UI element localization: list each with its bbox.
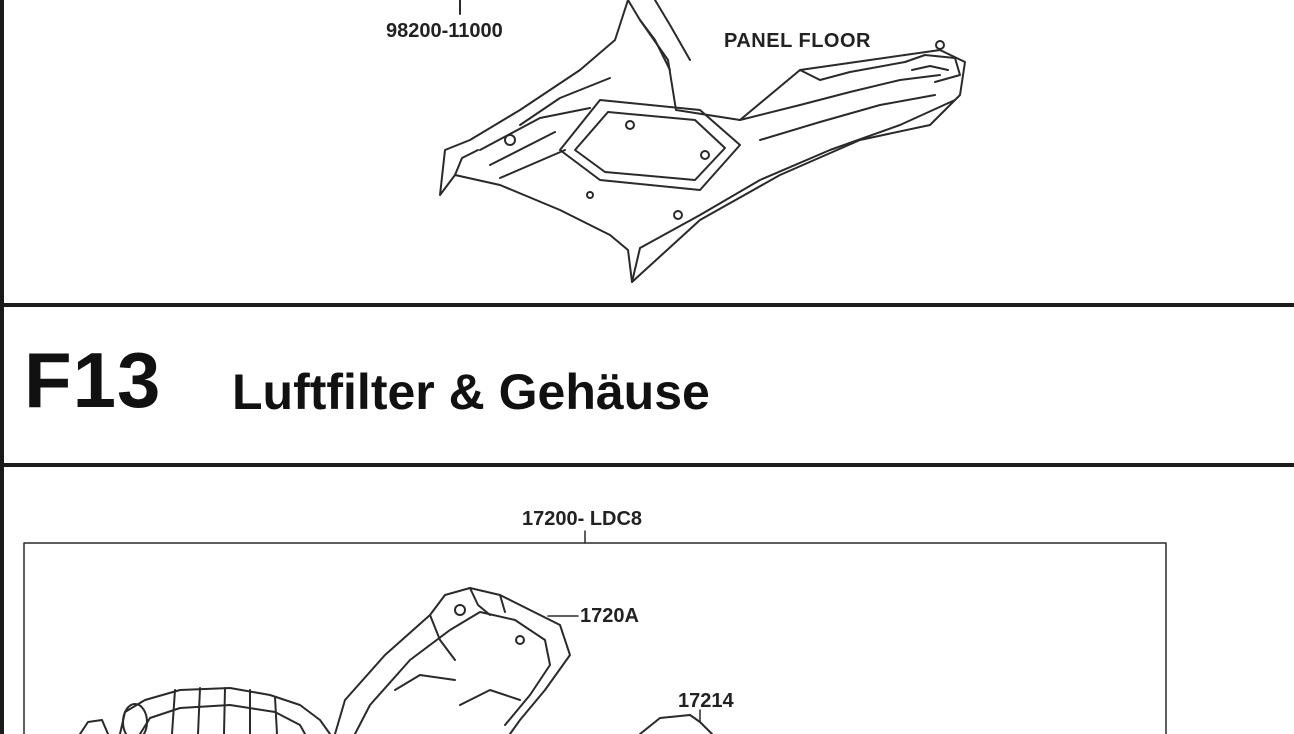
part-number-1720a: 1720A	[580, 605, 639, 627]
part-number-98200-11000: 98200-11000	[386, 20, 503, 42]
section-divider-top	[0, 303, 1294, 307]
part-number-17214: 17214	[678, 690, 734, 712]
part-number-17200-ldc8: 17200- LDC8	[522, 508, 643, 530]
panel-floor-drawing	[439, 0, 966, 283]
section-title: Luftfilter & Gehäuse	[232, 364, 710, 420]
air-filter-drawing	[23, 530, 1167, 734]
panel-floor-label: PANEL FLOOR	[724, 30, 871, 52]
page-frame-left	[0, 0, 4, 734]
section-code: F13	[24, 336, 162, 424]
section-divider-bottom	[0, 463, 1294, 467]
